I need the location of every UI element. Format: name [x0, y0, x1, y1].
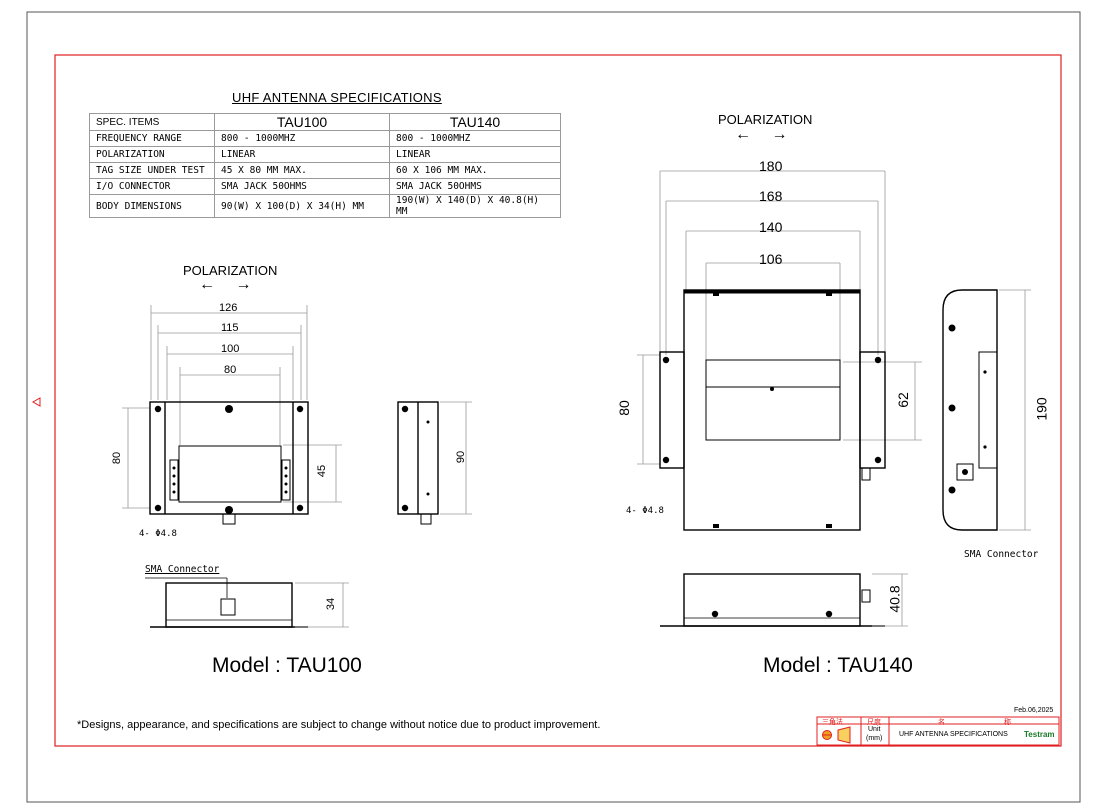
tb-unit-label: Unit — [868, 726, 881, 733]
tau100-connector-label: SMA Connector — [145, 564, 220, 575]
spec-header-cell: SPEC. ITEMS — [89, 113, 215, 131]
tb-header-projection: 三角法 — [822, 719, 843, 726]
brand-logo: Testram — [1024, 730, 1055, 739]
tb-drawing-title: UHF ANTENNA SPECIFICATIONS — [899, 731, 1008, 738]
drawing-date: Feb.06,2025 — [1014, 707, 1054, 714]
spec-table: SPEC. ITEMS TAU100 TAU140 FREQUENCY RANG… — [89, 113, 561, 218]
tau100-dim-side: 90 — [455, 450, 468, 464]
spec-row: BODY DIMENSIONS 90(W) X 100(D) X 34(H) M… — [89, 194, 561, 218]
spec-cell: 190(W) X 140(D) X 40.8(H) MM — [389, 194, 561, 218]
tau140-model-label: Model : TAU140 — [763, 654, 913, 677]
frame-center-mark — [31, 397, 41, 407]
tau140-top-view — [637, 170, 922, 465]
spec-cell: SMA JACK 50OHMS — [214, 178, 390, 195]
tau140-body — [659, 289, 886, 531]
tau100-dim-100: 100 — [221, 343, 240, 355]
disclaimer-note: *Designs, appearance, and specifications… — [77, 719, 601, 731]
tau140-dim-side: 190 — [1033, 397, 1050, 421]
spec-row: TAG SIZE UNDER TEST 45 X 80 MM MAX. 60 X… — [89, 162, 561, 179]
tau140-side-view — [942, 289, 1031, 531]
title-block — [816, 716, 1060, 746]
tau100-polarization-arrows: ← → — [199, 276, 260, 293]
tau100-holes-label: 4- Φ4.8 — [139, 529, 177, 539]
tau100-side-view — [397, 401, 472, 525]
tau100-model-label: Model : TAU100 — [212, 654, 362, 677]
spec-table-header: SPEC. ITEMS TAU100 TAU140 — [89, 113, 561, 131]
spec-cell: SMA JACK 50OHMS — [389, 178, 561, 195]
spec-cell: 45 X 80 MM MAX. — [214, 162, 390, 179]
tau140-polarization-arrows: ← → — [735, 126, 796, 143]
tau140-dim-106: 106 — [759, 251, 783, 267]
tau140-dim-height: 80 — [615, 400, 632, 416]
tau100-polarization-label: POLARIZATION — [183, 263, 278, 278]
tau100-dim-front: 34 — [325, 597, 338, 611]
tau140-dim-180: 180 — [759, 158, 783, 174]
drawing-frame — [54, 54, 1062, 747]
spec-header-cell: TAU140 — [389, 113, 561, 131]
spec-table-title: UHF ANTENNA SPECIFICATIONS — [232, 90, 442, 105]
tau100-dim-tag: 45 — [316, 464, 329, 478]
tau100-body — [149, 401, 309, 515]
tau140-connector-label: SMA Connector — [964, 549, 1039, 560]
tau100-dim-80: 80 — [224, 364, 237, 376]
tb-header-name-2: 称 — [1004, 719, 1011, 726]
spec-cell: 800 - 1000MHZ — [389, 130, 561, 147]
spec-header-cell: TAU100 — [214, 113, 390, 131]
spec-cell: POLARIZATION — [89, 146, 215, 163]
spec-cell: 60 X 106 MM MAX. — [389, 162, 561, 179]
tau140-holes-label: 4- Φ4.8 — [626, 506, 664, 516]
spec-cell: 800 - 1000MHZ — [214, 130, 390, 147]
spec-row: I/O CONNECTOR SMA JACK 50OHMS SMA JACK 5… — [89, 178, 561, 195]
tau100-dim-height: 80 — [111, 451, 124, 465]
tau100-dim-115: 115 — [221, 322, 239, 334]
spec-row: POLARIZATION LINEAR LINEAR — [89, 146, 561, 163]
spec-cell: BODY DIMENSIONS — [89, 194, 215, 218]
tau140-dim-tag: 62 — [894, 392, 911, 408]
tau140-dim-front: 40.8 — [886, 585, 903, 613]
tau100-top-view — [122, 305, 342, 509]
spec-cell: FREQUENCY RANGE — [89, 130, 215, 147]
spec-cell: TAG SIZE UNDER TEST — [89, 162, 215, 179]
spec-cell: LINEAR — [389, 146, 561, 163]
tau140-dim-168: 168 — [759, 188, 783, 204]
page-border — [26, 11, 1081, 803]
tb-unit-value: (mm) — [866, 735, 883, 742]
spec-row: FREQUENCY RANGE 800 - 1000MHZ 800 - 1000… — [89, 130, 561, 147]
tb-header-name-1: 名 — [938, 719, 945, 726]
spec-cell: LINEAR — [214, 146, 390, 163]
tb-header-scale: 尺度 — [867, 719, 881, 726]
tau140-polarization-label: POLARIZATION — [718, 112, 813, 127]
tau140-dim-140: 140 — [759, 219, 783, 235]
spec-cell: 90(W) X 100(D) X 34(H) MM — [214, 194, 390, 218]
tau100-front-view — [145, 577, 349, 628]
tau140-front-view — [660, 573, 908, 627]
tau100-dim-126: 126 — [219, 302, 238, 314]
spec-cell: I/O CONNECTOR — [89, 178, 215, 195]
projection-symbol-icon — [822, 726, 851, 744]
